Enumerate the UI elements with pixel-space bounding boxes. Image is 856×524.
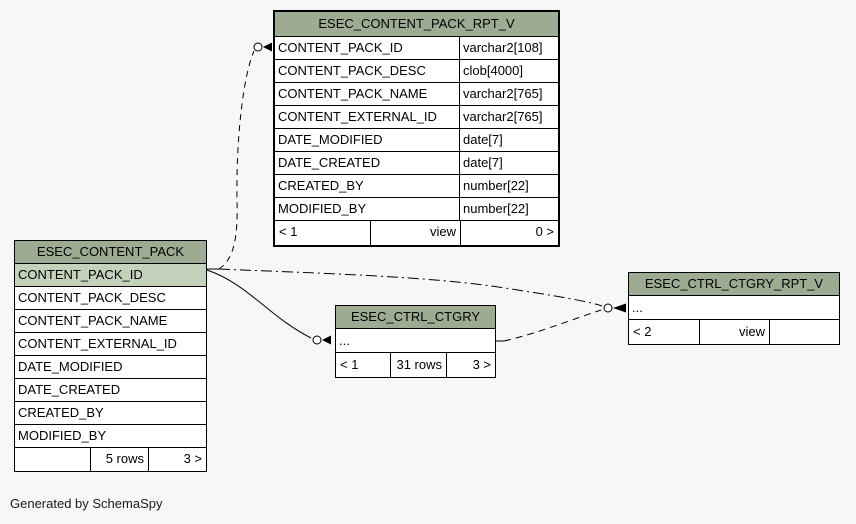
column-row-ellipsis: ... — [336, 329, 495, 353]
column-row: DATE_MODIFIED date[7] — [275, 129, 558, 152]
column-name: CONTENT_PACK_DESC — [278, 63, 426, 78]
table-title[interactable]: ESEC_CTRL_CTGRY_RPT_V — [629, 273, 839, 296]
footer-parents-count[interactable]: < 1 — [279, 224, 298, 239]
column-type: date[7] — [459, 129, 558, 151]
rel-ctgry-to-ctgry-rpt-line — [503, 309, 602, 342]
column-name: DATE_MODIFIED — [18, 359, 123, 374]
column-name: CONTENT_PACK_NAME — [278, 86, 428, 101]
column-type: number[22] — [459, 175, 558, 197]
column-type: varchar2[765] — [459, 83, 558, 105]
column-row: DATE_MODIFIED — [15, 356, 206, 379]
column-row: CONTENT_PACK_NAME varchar2[765] — [275, 83, 558, 106]
column-row: CONTENT_PACK_DESC clob[4000] — [275, 60, 558, 83]
columns-collapsed-ellipsis: ... — [632, 300, 643, 315]
column-row-key: CONTENT_PACK_ID — [15, 264, 206, 287]
footer-children-count[interactable]: 3 > — [148, 448, 206, 471]
column-name: CONTENT_PACK_NAME — [18, 313, 168, 328]
column-row: CONTENT_PACK_ID varchar2[108] — [275, 37, 558, 60]
column-name: CONTENT_PACK_ID — [278, 40, 403, 55]
rel-pack-to-ctgry-rpt-line — [218, 268, 603, 307]
column-name: MODIFIED_BY — [18, 428, 107, 443]
column-row: MODIFIED_BY — [15, 425, 206, 448]
column-type: number[22] — [459, 198, 558, 220]
rel-pack-rpt-arrowhead — [263, 42, 272, 52]
column-row-ellipsis: ... — [629, 296, 839, 320]
footer-kind-label: view — [699, 320, 769, 344]
table-esec-content-pack-rpt-v[interactable]: ESEC_CONTENT_PACK_RPT_V CONTENT_PACK_ID … — [273, 10, 560, 247]
table-footer: < 2 view — [629, 320, 839, 344]
table-title[interactable]: ESEC_CONTENT_PACK — [15, 241, 206, 264]
column-name: DATE_CREATED — [18, 382, 121, 397]
column-row: CONTENT_EXTERNAL_ID — [15, 333, 206, 356]
column-name: CONTENT_PACK_ID — [18, 267, 143, 282]
column-name: CREATED_BY — [18, 405, 104, 420]
rel-ctgry-rpt-endpoint-circle — [603, 303, 613, 313]
table-title[interactable]: ESEC_CTRL_CTGRY — [336, 306, 495, 329]
table-esec-ctrl-ctgry[interactable]: ESEC_CTRL_CTGRY ... < 1 31 rows 3 > — [335, 305, 496, 378]
table-esec-ctrl-ctgry-rpt-v[interactable]: ESEC_CTRL_CTGRY_RPT_V ... < 2 view — [628, 272, 840, 345]
column-row: CREATED_BY number[22] — [275, 175, 558, 198]
table-esec-content-pack[interactable]: ESEC_CONTENT_PACK CONTENT_PACK_ID CONTEN… — [14, 240, 207, 472]
rel-pack-rpt-endpoint-circle — [253, 42, 263, 52]
column-name: DATE_MODIFIED — [278, 132, 383, 147]
column-row: DATE_CREATED date[7] — [275, 152, 558, 175]
column-type: clob[4000] — [459, 60, 558, 82]
column-name: CONTENT_PACK_DESC — [18, 290, 166, 305]
column-row: DATE_CREATED — [15, 379, 206, 402]
column-type: date[7] — [459, 152, 558, 174]
footer-rows-count: 5 rows — [90, 448, 148, 471]
footer-parents-count[interactable]: < 2 — [633, 324, 652, 339]
footer-children-count — [769, 320, 839, 344]
table-footer: < 1 view 0 > — [275, 221, 558, 245]
column-name: MODIFIED_BY — [278, 201, 367, 216]
rel-ctgry-arrowhead — [322, 335, 331, 345]
footer-children-count[interactable]: 0 > — [460, 221, 558, 245]
footer-parents-count — [15, 448, 90, 471]
column-row: CONTENT_EXTERNAL_ID varchar2[765] — [275, 106, 558, 129]
column-name: DATE_CREATED — [278, 155, 381, 170]
table-footer: 5 rows 3 > — [15, 448, 206, 471]
table-footer: < 1 31 rows 3 > — [336, 353, 495, 377]
table-title[interactable]: ESEC_CONTENT_PACK_RPT_V — [275, 12, 558, 37]
footer-parents-count[interactable]: < 1 — [340, 357, 359, 372]
rel-pack-to-ctgry-line — [206, 269, 312, 339]
column-row: CONTENT_PACK_DESC — [15, 287, 206, 310]
columns-collapsed-ellipsis: ... — [339, 333, 350, 348]
footer-kind-label: view — [370, 221, 460, 245]
column-type: varchar2[108] — [459, 37, 558, 59]
column-row: CONTENT_PACK_NAME — [15, 310, 206, 333]
rel-ctgry-endpoint-circle — [312, 335, 322, 345]
generated-by-note: Generated by SchemaSpy — [10, 496, 163, 511]
column-type: varchar2[765] — [459, 106, 558, 128]
column-name: CONTENT_EXTERNAL_ID — [18, 336, 177, 351]
column-name: CREATED_BY — [278, 178, 364, 193]
rel-pack-to-pack-rpt-line — [218, 50, 255, 270]
column-row: CREATED_BY — [15, 402, 206, 425]
column-row: MODIFIED_BY number[22] — [275, 198, 558, 221]
rel-ctgry-rpt-arrowhead — [613, 303, 626, 313]
footer-children-count[interactable]: 3 > — [446, 353, 495, 377]
column-name: CONTENT_EXTERNAL_ID — [278, 109, 437, 124]
footer-rows-count: 31 rows — [390, 353, 446, 377]
